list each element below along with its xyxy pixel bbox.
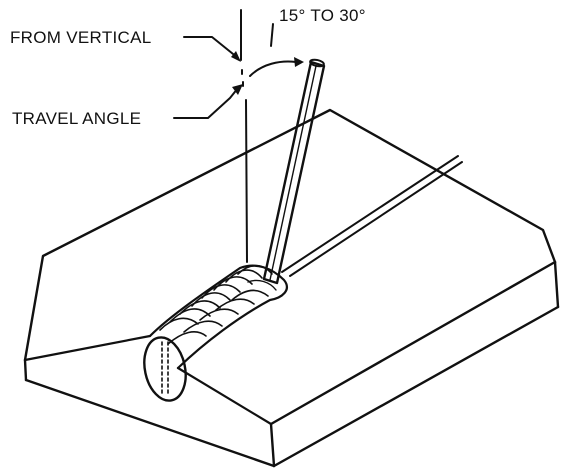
- weld-ripple: [213, 276, 253, 291]
- plate-front-top-edge-left: [23, 334, 152, 362]
- from-vertical-label: FROM VERTICAL: [10, 28, 152, 47]
- plate-front-bottom-edge: [24, 378, 276, 468]
- plate-left-edge: [23, 358, 28, 382]
- plate-front-top-edge-right: [176, 366, 273, 426]
- weld-ripple: [183, 320, 223, 333]
- weld-cross-section: [143, 336, 187, 402]
- vertical-reference: [240, 9, 248, 263]
- angle-range-label: 15° TO 30°: [279, 6, 366, 25]
- travel-angle-leader: [173, 87, 239, 119]
- electrode-end: [309, 58, 325, 68]
- weld-ripple: [191, 292, 231, 307]
- angle-arc-line: [249, 60, 297, 77]
- angle-arrowhead: [294, 57, 304, 67]
- leader-lines: [173, 36, 243, 119]
- weld-ripple: [237, 264, 273, 275]
- plate-top-face: [23, 108, 557, 362]
- plate-right-bottom-edge: [272, 305, 560, 468]
- joint-seam-2: [289, 161, 463, 277]
- angle-range-tick: [270, 23, 274, 47]
- weld-ripple: [201, 284, 241, 299]
- electrode: [262, 58, 326, 285]
- weld-ripple: [169, 308, 211, 323]
- electrode-rod: [262, 60, 326, 285]
- weld-bead-outline: [148, 264, 288, 370]
- weld-ripple: [159, 317, 199, 331]
- weld-ripple: [199, 308, 239, 321]
- weld-ripple: [215, 298, 255, 311]
- plate-back-right-edge: [553, 260, 560, 309]
- weld-ripple: [225, 269, 263, 283]
- from-vertical-arrowhead: [231, 51, 241, 62]
- steel-plate: [23, 108, 560, 468]
- plate-front-corner: [269, 422, 276, 468]
- angle-arc: [249, 57, 304, 77]
- from-vertical-leader: [183, 36, 239, 59]
- weld-ripple: [179, 300, 221, 315]
- weld-cross-section-outline: [143, 336, 187, 402]
- joint-seam-1: [281, 155, 459, 273]
- plate-right-top-edge: [269, 260, 557, 426]
- travel-angle-arrowhead: [232, 84, 243, 95]
- weld-bead: [148, 264, 288, 370]
- weld-ripple: [231, 289, 269, 301]
- travel-angle-label: TRAVEL ANGLE: [12, 109, 141, 128]
- weld-ripple: [247, 279, 277, 291]
- electrode-highlight: [269, 65, 317, 281]
- vertical-reference-bottom: [245, 99, 248, 263]
